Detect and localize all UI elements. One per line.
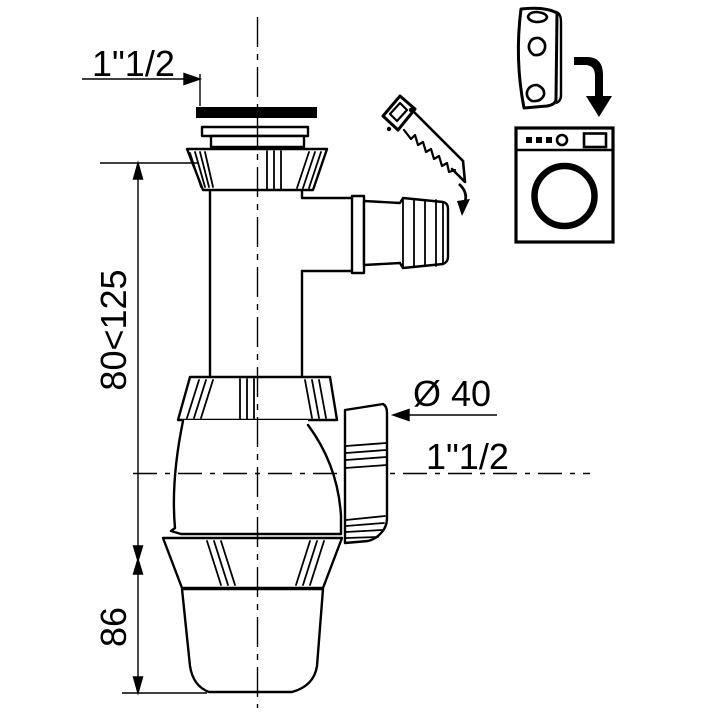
- curved-strap-icon: [516, 6, 563, 110]
- barb-ribs: [402, 198, 444, 268]
- machine-button: [546, 137, 552, 143]
- trap-body: [169, 419, 343, 536]
- arrowhead-left: [390, 408, 410, 422]
- dimension-outlet-diameter: Ø 40: [390, 373, 497, 422]
- barb-ring: [350, 194, 366, 275]
- outlet-nut-knurl: [344, 442, 388, 539]
- arrowhead-up: [132, 160, 144, 180]
- machine-display: [582, 132, 608, 149]
- adjustable-height-label: 80<125: [93, 269, 134, 390]
- flange-lip: [200, 125, 310, 138]
- body-nut: [176, 375, 339, 422]
- machine-knob: [555, 133, 569, 147]
- top-nut-knurl: [189, 150, 322, 190]
- dimension-top-inlet: 1"1/2: [82, 43, 203, 106]
- outlet-thread-label: 1"1/2: [426, 436, 509, 477]
- gasket-bar: [196, 107, 317, 118]
- hose-barb-outlet: [300, 194, 450, 275]
- dimension-height: 80<125 86: [93, 160, 207, 696]
- inlet-thread-label: 1"1/2: [92, 43, 175, 84]
- arrowhead-down-mid: [132, 545, 144, 564]
- hose-clamp-icon: [381, 94, 467, 184]
- cup-height-label: 86: [93, 607, 134, 647]
- arrowhead-right: [183, 72, 203, 86]
- thick-down-arrow-icon: [574, 57, 612, 117]
- bottom-nut-knurl: [206, 540, 325, 586]
- bottom-nut: [161, 536, 344, 590]
- outlet-diameter-label: Ø 40: [413, 373, 491, 414]
- machine-button: [536, 137, 542, 143]
- arrowhead-up-mid: [132, 556, 144, 575]
- trap-drawing: [169, 107, 450, 536]
- body-nut-knurl: [186, 378, 327, 420]
- washing-machine-icon: [514, 126, 615, 244]
- machine-button: [526, 137, 532, 143]
- inlet-tube: [208, 188, 304, 379]
- trap-drawing-lower: [161, 402, 389, 694]
- outlet-nut: [343, 402, 389, 545]
- clamp-direction-arrow-icon: [457, 182, 470, 216]
- drain-flange: [196, 107, 317, 149]
- machine-door: [531, 162, 598, 230]
- trap-cup: [180, 587, 325, 694]
- arrowhead-down: [132, 676, 144, 696]
